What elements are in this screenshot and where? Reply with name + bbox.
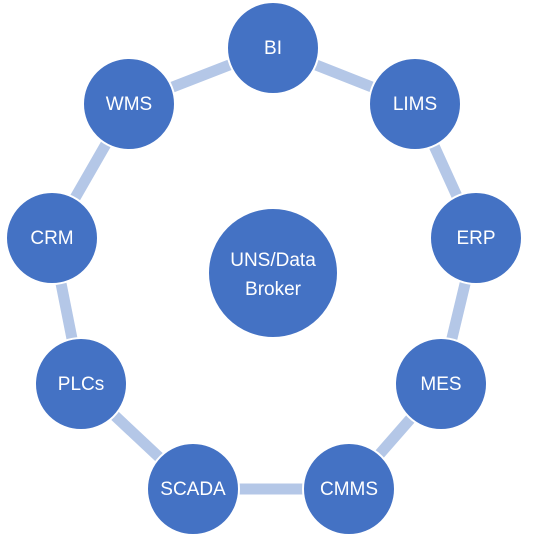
outer-nodes: BI LIMS ERP MES CMMS SCADA PLCs CRM WMS	[5, 1, 523, 536]
node-erp-circle	[429, 191, 523, 285]
node-crm-circle	[5, 191, 99, 285]
node-crm: CRM	[5, 191, 99, 285]
node-bi-circle	[226, 1, 320, 95]
node-cmms-circle	[302, 442, 396, 536]
node-mes-circle	[394, 337, 488, 431]
node-cmms: CMMS	[302, 442, 396, 536]
node-mes-label: MES	[420, 374, 461, 395]
node-lims-label: LIMS	[393, 94, 437, 115]
node-wms-label: WMS	[106, 94, 152, 115]
node-erp-label: ERP	[456, 228, 495, 249]
center-node-circle	[207, 207, 339, 339]
node-scada-label: SCADA	[160, 479, 226, 500]
node-mes: MES	[394, 337, 488, 431]
node-crm-label: CRM	[30, 228, 73, 249]
center-node-label-line-2: Broker	[245, 279, 302, 300]
node-cmms-label: CMMS	[320, 479, 378, 500]
center-node-label-line-1: UNS/Data	[230, 250, 316, 271]
node-erp: ERP	[429, 191, 523, 285]
node-scada: SCADA	[146, 442, 240, 536]
node-plcs-label: PLCs	[58, 374, 104, 395]
node-wms-circle	[82, 57, 176, 151]
node-plcs-circle	[34, 337, 128, 431]
node-lims-circle	[368, 57, 462, 151]
node-bi-label: BI	[264, 38, 282, 59]
node-scada-circle	[146, 442, 240, 536]
node-plcs: PLCs	[34, 337, 128, 431]
node-wms: WMS	[82, 57, 176, 151]
node-lims: LIMS	[368, 57, 462, 151]
node-bi: BI	[226, 1, 320, 95]
center-node: UNS/Data Broker	[207, 207, 339, 339]
